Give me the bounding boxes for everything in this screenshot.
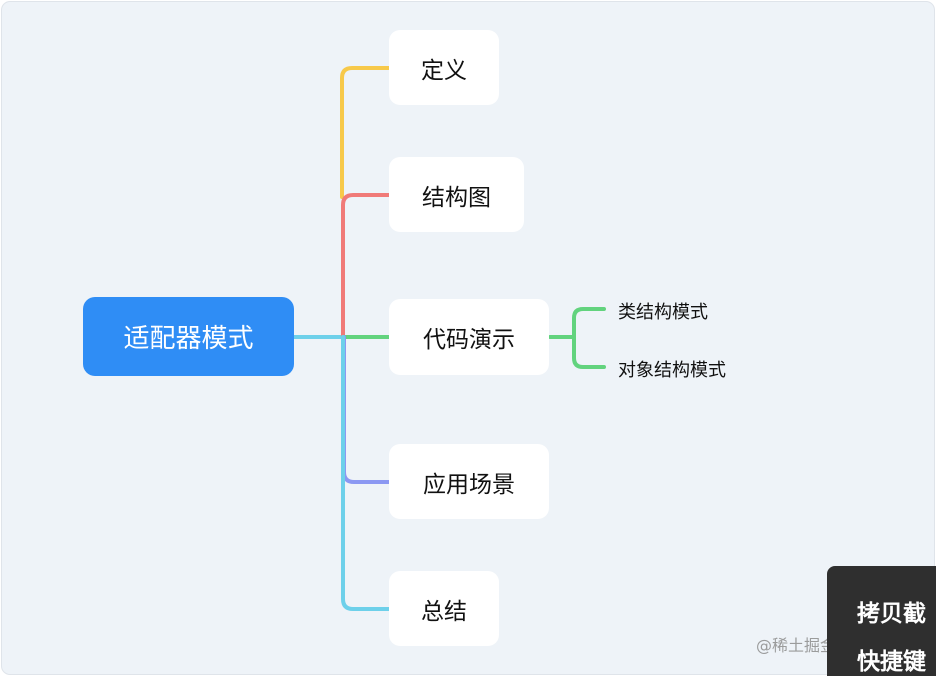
connector-应用场景 — [342, 335, 391, 484]
connector-总结 — [341, 335, 391, 611]
root-node[interactable]: 适配器模式 — [83, 297, 294, 376]
shortcut-line-1: 拷贝截 — [857, 601, 926, 627]
branch-node-总结[interactable]: 总结 — [389, 571, 499, 646]
shortcut-line-2: 快捷键 — [857, 649, 926, 675]
connector-结构图 — [341, 193, 391, 339]
sub-branch-类结构模式[interactable]: 类结构模式 — [618, 302, 708, 323]
branch-label-结构图: 结构图 — [422, 184, 491, 211]
branch-node-代码演示[interactable]: 代码演示 — [389, 299, 549, 375]
connector-定义 — [340, 66, 391, 199]
branch-label-代码演示: 代码演示 — [423, 327, 515, 353]
branch-node-定义[interactable]: 定义 — [389, 30, 499, 105]
sub-branch-对象结构模式[interactable]: 对象结构模式 — [618, 360, 726, 381]
branch-node-应用场景[interactable]: 应用场景 — [389, 444, 549, 519]
root-label: 适配器模式 — [123, 324, 254, 354]
branch-label-定义: 定义 — [421, 57, 467, 84]
connector-对象结构模式 — [572, 335, 606, 369]
branch-label-总结: 总结 — [421, 598, 467, 625]
branch-node-结构图[interactable]: 结构图 — [389, 157, 524, 232]
branch-label-应用场景: 应用场景 — [423, 471, 515, 498]
shortcut-panel[interactable]: 拷贝截 快捷键 — [827, 566, 936, 676]
connector-类结构模式 — [548, 307, 606, 339]
